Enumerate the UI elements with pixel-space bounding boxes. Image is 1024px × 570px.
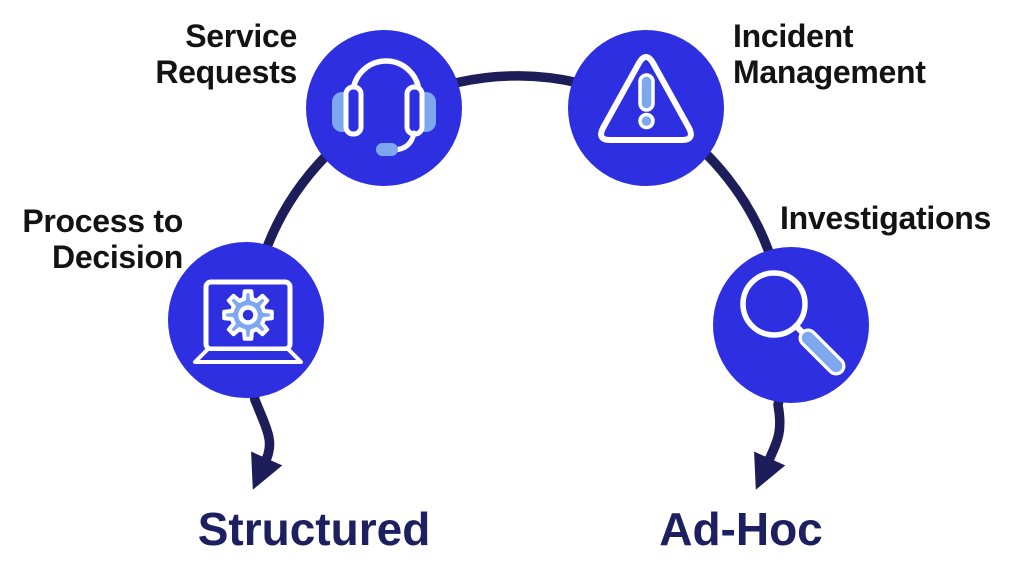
label-line: Decision <box>52 239 183 275</box>
label-line: Incident <box>733 18 854 54</box>
endpoint-label-structured: Structured <box>197 503 431 555</box>
label-investigations: Investigations <box>780 200 991 236</box>
node-process-to-decision <box>168 242 324 398</box>
laptop-gear-icon <box>193 279 303 364</box>
label-process-to-decision: Process to Decision <box>22 203 183 275</box>
label-incident-management: Incident Management <box>733 18 926 90</box>
label-line: Management <box>733 54 926 90</box>
headset-icon <box>332 58 436 156</box>
node-service-requests <box>306 30 462 186</box>
node-incident-management <box>568 30 724 186</box>
node-investigations <box>713 247 869 403</box>
endpoint-label-ad-hoc: Ad-Hoc <box>659 503 823 555</box>
label-line: Investigations <box>780 200 991 236</box>
label-line: Requests <box>155 54 297 90</box>
label-line: Process to <box>22 203 183 239</box>
warning-triangle-icon <box>598 54 694 143</box>
magnifying-glass-icon <box>740 270 846 376</box>
label-service-requests: Service Requests <box>155 18 297 90</box>
label-line: Service <box>185 18 297 54</box>
